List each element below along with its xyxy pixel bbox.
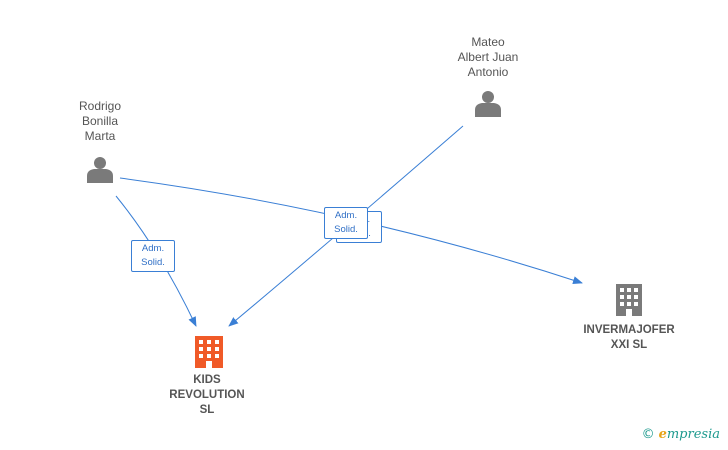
brand-initial: e (658, 427, 667, 442)
company-name-kids[interactable]: KIDS REVOLUTION SL (169, 374, 245, 416)
brand-rest: mpresia (666, 427, 720, 442)
person-icon[interactable] (87, 157, 113, 183)
relation-badge: Adm. Solid. (324, 207, 368, 239)
person-name-mateo[interactable]: Mateo Albert Juan Antonio (457, 35, 519, 79)
building-icon[interactable] (616, 284, 642, 316)
copyright-symbol: © (641, 427, 655, 442)
building-icon[interactable] (195, 336, 223, 368)
empresia-logo: ©empresia (642, 427, 720, 442)
person-name-rodrigo[interactable]: Rodrigo Bonilla Marta (78, 99, 122, 143)
relation-badge: Adm. Solid. (131, 240, 175, 272)
person-icon[interactable] (475, 91, 501, 117)
company-name-invermajofer[interactable]: INVERMAJOFER XXI SL (583, 324, 675, 351)
